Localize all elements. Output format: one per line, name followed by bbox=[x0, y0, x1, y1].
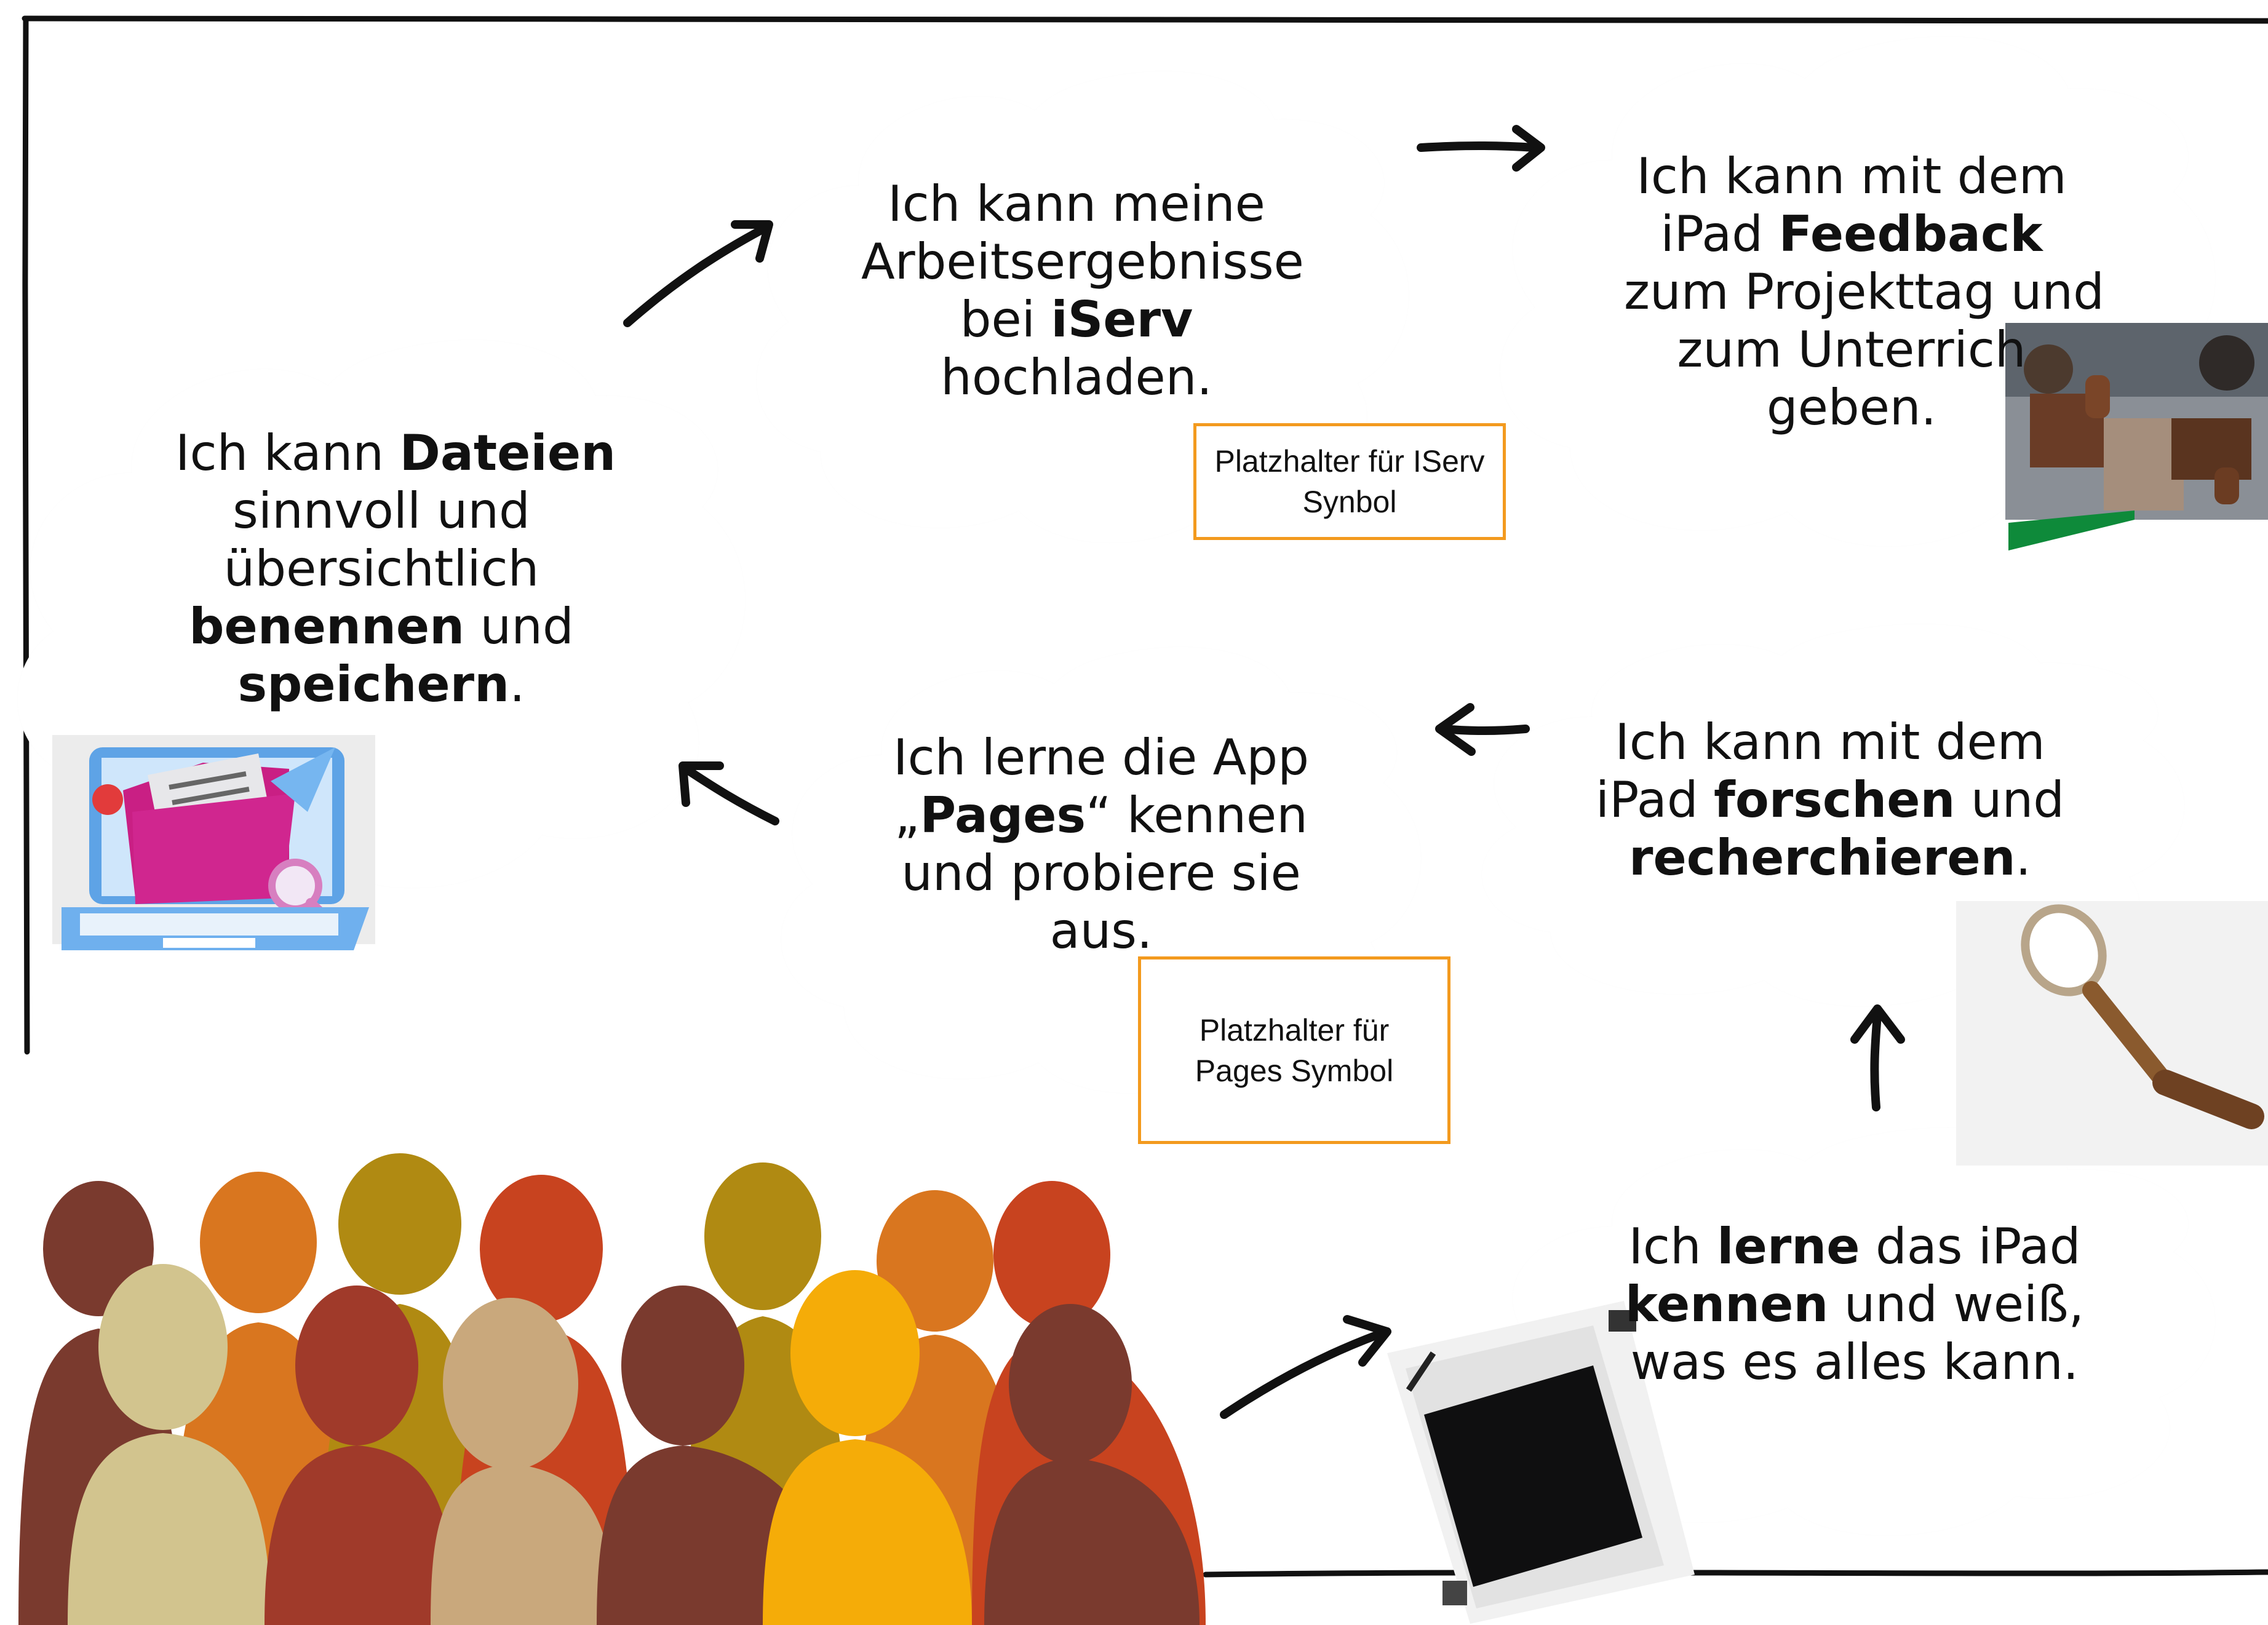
arrow-to-ipad bbox=[1220, 1330, 1382, 1419]
person-8 bbox=[68, 1264, 271, 1625]
cloud-pages-text: Ich lerne die App „Pages“ kennen und pro… bbox=[893, 729, 1309, 960]
arrow-up-to-forschen bbox=[1870, 1011, 1882, 1111]
placeholder-iserv-line2: Synbol bbox=[1302, 485, 1397, 519]
cloud-forschen-text: Ich kann mit dem iPad forschen und reche… bbox=[1595, 713, 2065, 886]
arrow-to-dateien bbox=[682, 765, 779, 825]
placeholder-pages-symbol: Platzhalter für Pages Symbol bbox=[1138, 956, 1450, 1144]
arrow-to-iserv bbox=[623, 223, 770, 327]
laptop-folder-icon bbox=[52, 735, 375, 950]
person-12 bbox=[763, 1270, 972, 1625]
magnifying-glass-icon bbox=[1956, 901, 2268, 1166]
person-13 bbox=[984, 1304, 1200, 1625]
cloud-iserv-text: Ich kann meine Arbeitsergebnisse bei iSe… bbox=[861, 175, 1304, 406]
arrow-to-pages bbox=[1438, 725, 1530, 736]
placeholder-iserv-line1: Platzhalter für IServ bbox=[1214, 444, 1485, 479]
person-9 bbox=[265, 1285, 455, 1625]
people-silhouettes bbox=[18, 1153, 1206, 1625]
person-10 bbox=[431, 1298, 615, 1625]
placeholder-pages-line2: Pages Symbol bbox=[1195, 1053, 1394, 1088]
arrows bbox=[623, 125, 1905, 1419]
thumbs-feedback-photo bbox=[2005, 323, 2268, 550]
cloud-ipad-text: Ich lerne das iPad kennen und weiß, was … bbox=[1625, 1218, 2085, 1391]
cloud-feedback-text: Ich kann mit dem iPad Feedback zum Proje… bbox=[1624, 148, 2104, 436]
tablet-photo bbox=[1387, 1301, 1695, 1624]
arrow-to-feedback bbox=[1417, 141, 1539, 152]
placeholder-iserv-symbol: Platzhalter für IServ Synbol bbox=[1193, 423, 1506, 540]
cloud-dateien-text: Ich kann Dateien sinnvoll und übersichtl… bbox=[175, 424, 616, 713]
placeholder-pages-line1: Platzhalter für bbox=[1199, 1012, 1390, 1047]
